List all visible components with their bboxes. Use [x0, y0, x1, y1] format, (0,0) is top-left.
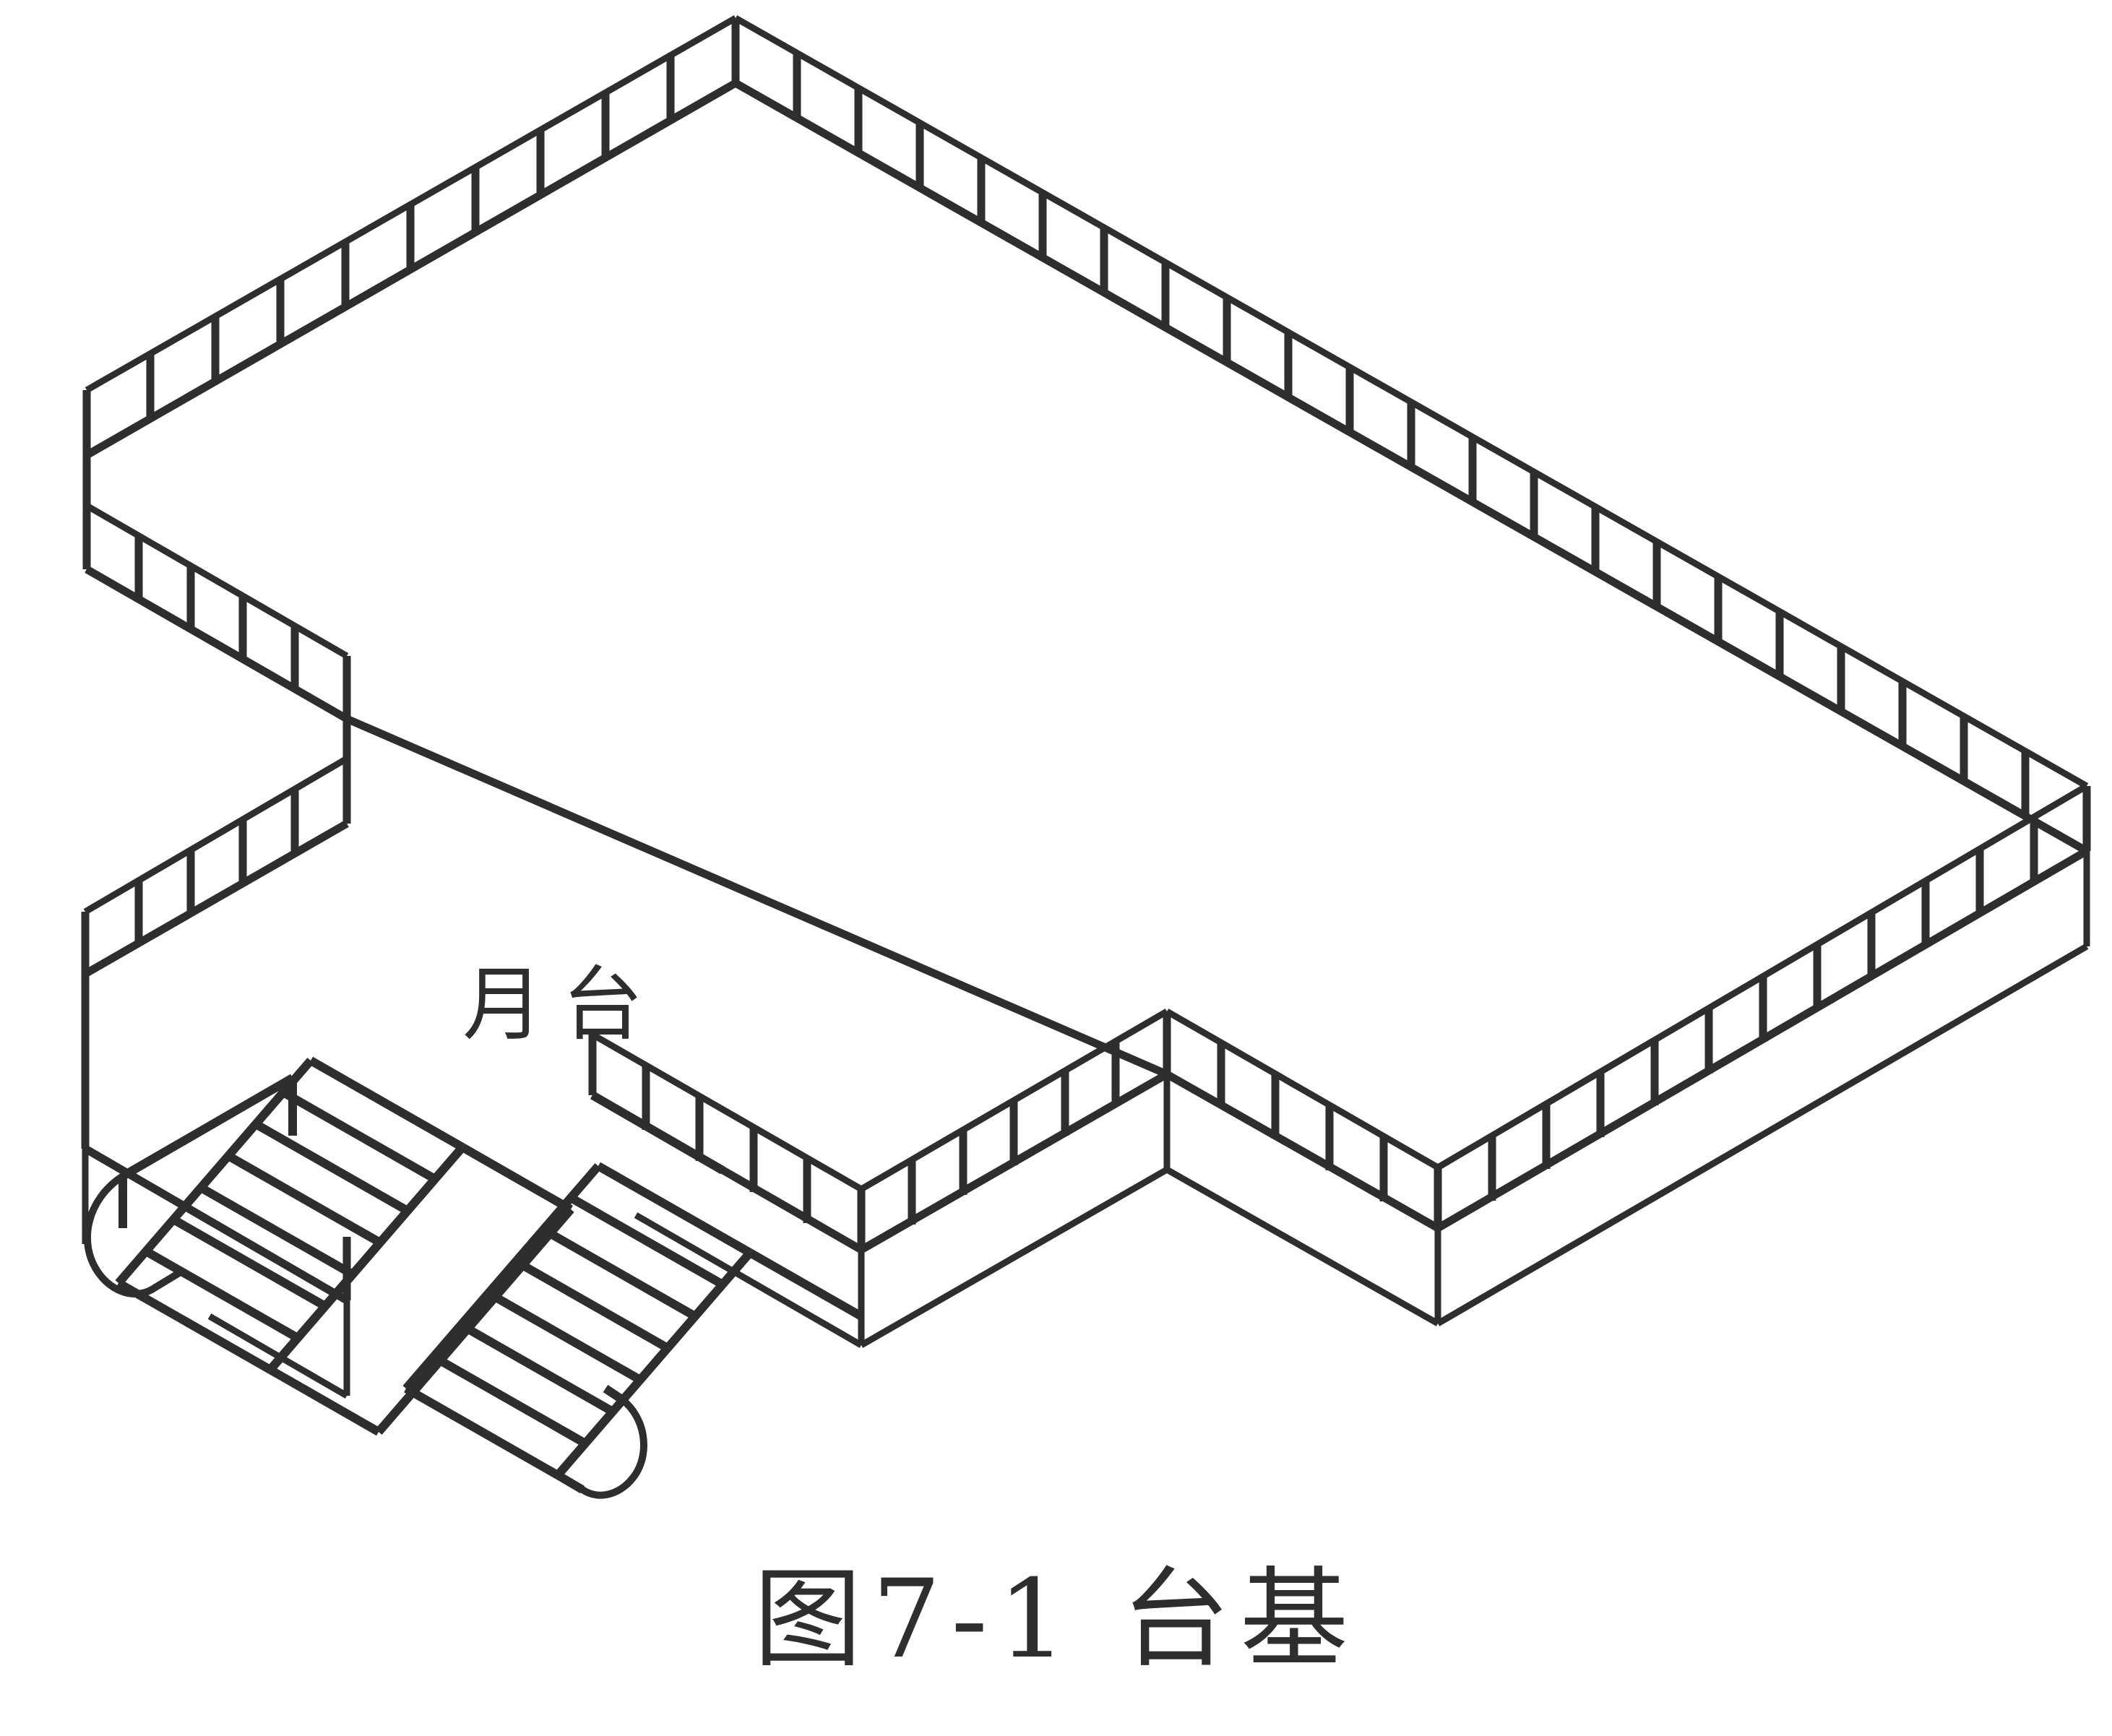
- stair-left-drum-stone-base: [152, 1269, 183, 1291]
- rail-top-notch-back: [85, 503, 349, 659]
- plinth-edge-front-left: [1165, 1167, 1440, 1326]
- rail-top-terrace-upper-left: [83, 756, 349, 915]
- stair-right-flight-lower-stringer: [554, 1250, 754, 1478]
- stair-step-r8: [404, 1384, 560, 1480]
- stair-step-l1: [309, 1056, 465, 1152]
- rail-notch-back: [85, 503, 351, 719]
- rail-top-stair-right: [590, 1032, 863, 1192]
- rail-deckline-terrace-front-right: [859, 1071, 1169, 1253]
- stair-left-cheek-top: [120, 1074, 296, 1180]
- rail-terrace-front-right: [859, 1009, 1171, 1253]
- stair-step-r3: [541, 1225, 697, 1321]
- rail-deckline-front-left: [1165, 1071, 1440, 1231]
- stair-right-drum-stone-top: [603, 1385, 626, 1404]
- terrace-boundary-line: [345, 714, 1169, 1079]
- stair-step-l3: [254, 1120, 410, 1215]
- rail-deckline-back-left: [85, 80, 738, 458]
- stair-step-l5: [199, 1183, 355, 1279]
- stair-step-r7: [431, 1352, 587, 1448]
- rail-terrace-upper-left: [81, 756, 349, 974]
- stair-step-l6: [171, 1215, 327, 1310]
- rail-deckline-front-right: [1436, 848, 2089, 1231]
- stair-right-flight-inner-stringer: [402, 1163, 602, 1391]
- rail-front-right: [1436, 783, 2089, 1231]
- rail-stair-right: [588, 1032, 866, 1253]
- rail-deckline-stair-right: [590, 1092, 863, 1253]
- stair-assembly: [83, 1056, 863, 1499]
- plinth-edge-stair-right: [634, 1212, 863, 1348]
- stair-step-l2: [281, 1088, 437, 1183]
- stair-step-r4: [514, 1257, 670, 1352]
- plinth-edge-terrace-front-right: [859, 1167, 1169, 1348]
- plinth-outline-group: [82, 851, 2090, 1399]
- ramp-upper-left-edge: [267, 1144, 466, 1373]
- ramp-top-edge: [460, 1143, 573, 1214]
- rail-front-left: [1165, 1009, 1442, 1231]
- rail-back-right: [733, 15, 2091, 851]
- stair-right-drum-stone-curve: [579, 1396, 647, 1499]
- rail-top-back-right: [733, 15, 2089, 789]
- rail-deckline-back-right: [733, 80, 2089, 854]
- stair-step-r6: [459, 1321, 615, 1416]
- stair-step-l8: [116, 1279, 272, 1374]
- rail-back-left: [82, 15, 740, 455]
- plinth-edge-right-front: [1436, 943, 2089, 1326]
- rail-decklines-back: [83, 80, 2089, 977]
- stair-right-cheek-top: [748, 1248, 863, 1321]
- rail-top-front-left: [1165, 1009, 1440, 1170]
- stair-step-l4: [226, 1152, 382, 1247]
- stair-step-r1: [596, 1162, 752, 1257]
- stair-right-cheek-base: [555, 1471, 585, 1494]
- stair-step-r5: [486, 1289, 642, 1384]
- stair-step-l7: [144, 1247, 300, 1342]
- rail-deckline-terrace-upper-left: [83, 821, 349, 977]
- ramp-bottom-edge: [268, 1365, 381, 1436]
- figure-caption: 图7-1 台基: [753, 1557, 1359, 1683]
- terrace-label: 月台: [462, 958, 662, 1052]
- rail-deckline-notch-back: [85, 566, 349, 722]
- rail-top-back-left: [85, 15, 738, 393]
- stair-left-flight-upper-stringer: [115, 1058, 314, 1286]
- stair-step-r2: [569, 1193, 725, 1289]
